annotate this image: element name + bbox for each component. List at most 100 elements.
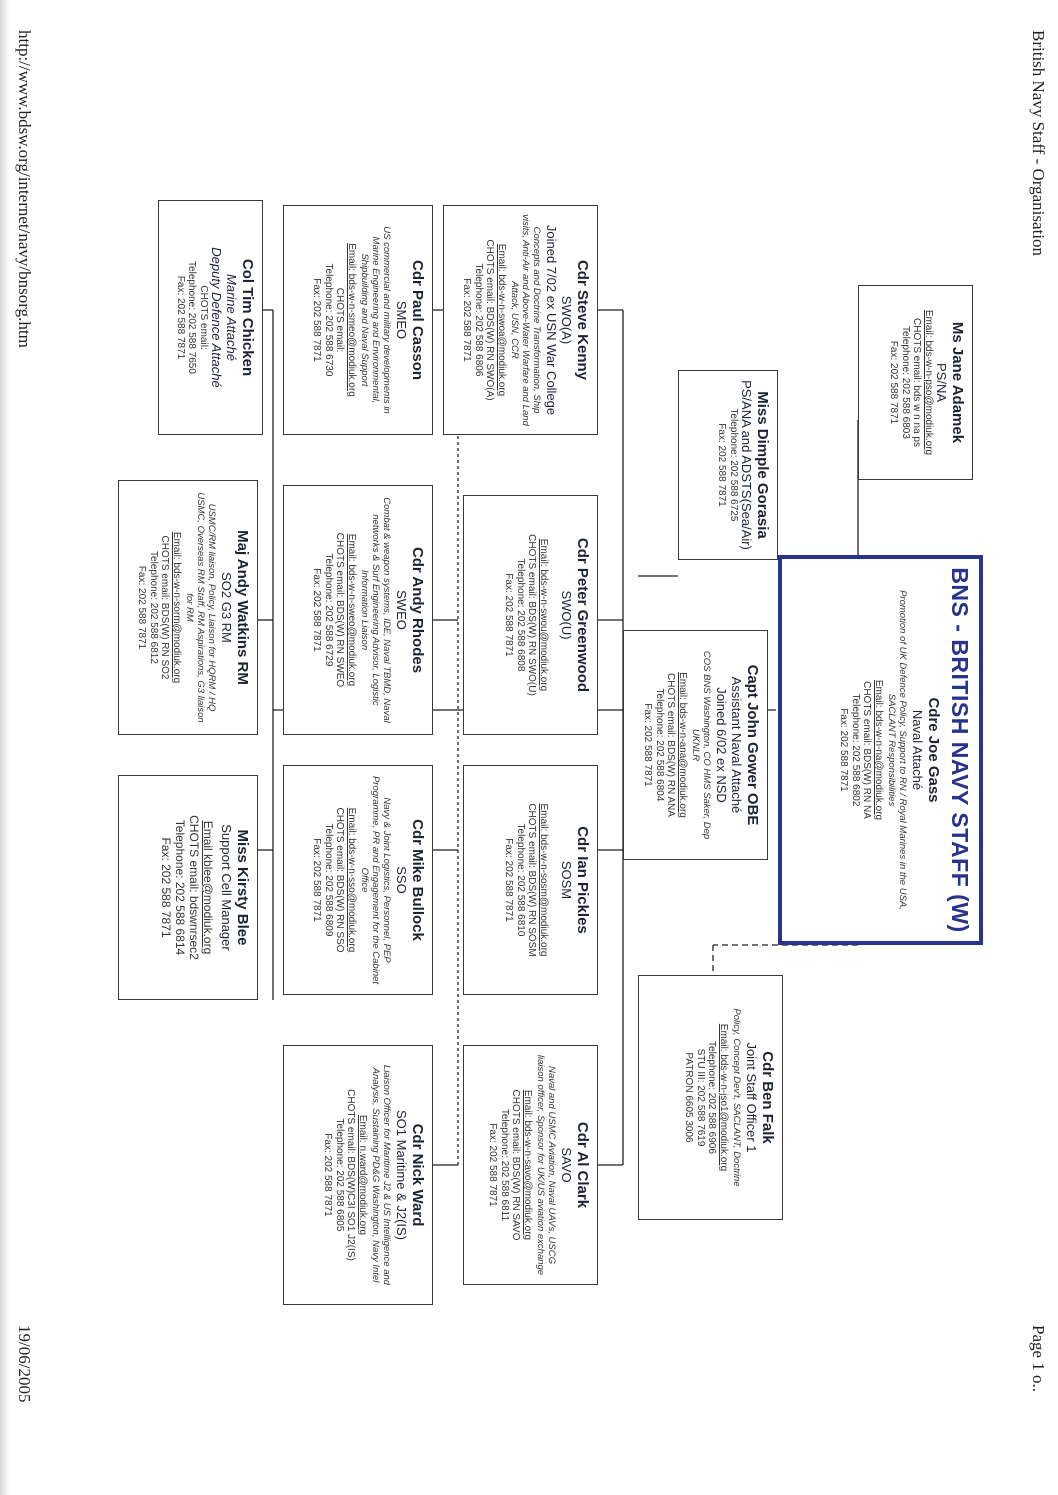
contact-steve: Email: bds-w-n-swoa@modiuk.org CHOTS ema…: [461, 214, 508, 426]
box-cdr-andy-rhodes: Cdr Andy Rhodes SWEO Combat & weapon sys…: [283, 485, 433, 735]
fax-text: Fax: 202 588 7871: [322, 1133, 334, 1217]
chots-text: CHOTS email: BDS(W) RN SAVO: [510, 1089, 522, 1241]
name-al: Cdr Al Clark: [574, 1121, 591, 1209]
box-cdr-mike-bullock: Cdr Mike Bullock SSO Navy & Joint Logist…: [283, 765, 433, 995]
email-link[interactable]: Email: bds-w-n-sweo@modiuk.org: [346, 533, 357, 687]
telephone-text: Telephone: 202 588 6809: [323, 823, 334, 937]
telephone-text: Telephone: 202 588 6805: [334, 1118, 345, 1232]
fax-text: Fax: 202 588 7871: [487, 1123, 499, 1207]
contact-peter: Email: bds-w-n-swou@modiuk.org CHOTS ema…: [503, 504, 550, 726]
fax-text: Fax: 202 588 7871: [838, 708, 850, 792]
chots-text: CHOTS email: bds w n na ps: [911, 318, 923, 447]
telephone-text: Telephone: 202 588 6725: [728, 408, 739, 522]
fax-text: Fax: 202 588 7871: [136, 565, 148, 650]
desc-joe-gass: Promotion of UK Defence Policy, Support …: [886, 590, 908, 910]
email-link[interactable]: Email: bds-w-n-swoa@modiuk.org: [496, 243, 507, 397]
contact-tim: CHOTS email: Telephone: 202 588 7650 Fax…: [175, 209, 209, 426]
fax-text: Fax: 202 588 7871: [503, 838, 515, 922]
box-cdr-ben-falk: Cdr Ben Falk Joint Staff Officer 1 Polic…: [638, 975, 783, 1220]
email-link[interactable]: Email: bds-w-n-ana@modiuk.org: [677, 672, 688, 818]
contact-dimple: Telephone: 202 588 6725 Fax: 202 588 787…: [716, 379, 740, 551]
telephone-text: Telephone: 202 588 7650: [186, 261, 198, 374]
desc-steve: Concepts and Doctrine Transformation, Sh…: [509, 214, 542, 426]
telephone-text: Telephone: 202 588 6806: [473, 263, 484, 377]
fax-text: Fax: 202 588 7871: [311, 278, 323, 362]
chots-text: CHOTS email: BDS(W) RN NA: [861, 681, 873, 819]
role-ian: SOSM: [559, 860, 574, 900]
role-john: Assistant Naval Attaché: [729, 676, 744, 814]
chots-text: CHOTS email:: [334, 287, 346, 353]
box-capt-john-gower: Capt John Gower OBE Assistant Naval Atta…: [623, 630, 768, 860]
contact-al: Email: bds-w-n-savo@modiuk.org CHOTS ema…: [487, 1054, 534, 1276]
email-link[interactable]: Email: bds-w-n-sso@modiuk.org: [346, 807, 357, 953]
contact-ben: Email: bds-w-n-jso1@modiuk.org Telephone…: [683, 984, 730, 1211]
name-john: Capt John Gower OBE: [744, 664, 761, 826]
role-dimple: PS/ANA and ADSTS(Sea/Air): [739, 380, 754, 550]
box-cdr-steve-kenny: Cdr Steve Kenny SWO(A) Joined 7/02 ex US…: [443, 205, 598, 435]
contact-andy: Email: bds-w-n-sweo@modiuk.org CHOTS ema…: [311, 494, 358, 726]
role-steve: SWO(A): [559, 295, 574, 345]
email-link[interactable]: Email: bds-w-n-pso@modiuk.org: [923, 309, 934, 456]
role-mike: SSO: [394, 866, 409, 894]
box-cdr-ian-pickles: Cdr Ian Pickles SOSM Email: bds-w-n-sosm…: [463, 765, 598, 995]
chart-title: BNS - BRITISH NAVY STAFF (W): [947, 567, 973, 933]
telephone-text: Telephone: 202 588 6814: [173, 819, 187, 956]
role-paul: SMEO: [394, 300, 409, 340]
telephone-text: Telephone: 202 588 6810: [515, 823, 526, 937]
telephone-text: Telephone: 202 588 6729: [323, 553, 334, 667]
name-jane: Ms Jane Adamek: [949, 321, 966, 444]
name-mike: Cdr Mike Bullock: [409, 819, 426, 941]
name-kirsty: Miss Kirsty Blee: [234, 829, 251, 946]
email-link[interactable]: Email: bds-w-n-jso1@modiuk.org: [718, 1023, 729, 1172]
name-tim: Col Tim Chicken: [239, 258, 256, 377]
telephone-text: Telephone: 202 588 6730: [323, 263, 334, 377]
role-watkins: SO2 G3 RM: [219, 572, 234, 643]
chots-text: CHOTS email: BDS(W) RN SO2: [159, 535, 171, 680]
desc-watkins: USMC/RM liaison, Policy, Liaison for HQR…: [184, 492, 217, 723]
box-maj-andy-watkins: Maj Andy Watkins RM SO2 G3 RM USMC/RM li…: [118, 480, 258, 735]
contact-joe-gass: Email: bds-w-n-na@modiuk.org CHOTS email…: [838, 567, 885, 933]
name-ian: Cdr Ian Pickles: [574, 826, 591, 934]
chots-text: CHOTS email: BDS(W) RN SOSM: [526, 803, 538, 957]
email-link[interactable]: Email: bds-w-n-sosm@modiuk.org: [538, 803, 549, 957]
box-miss-dimple-gorasia: Miss Dimple Gorasia PS/ANA and ADSTS(Sea…: [678, 370, 778, 560]
email-link[interactable]: Email kblee@modiuk.org: [201, 820, 215, 955]
box-cdr-peter-greenwood: Cdr Peter Greenwood SWO(U) Email: bds-w-…: [463, 495, 598, 735]
name-joe-gass: Cdre Joe Gass: [925, 697, 942, 803]
telephone-text: Telephone: 202 588 6802: [850, 693, 861, 807]
email-link[interactable]: Email: bds-w-n-savo@modiuk.org: [522, 1089, 533, 1241]
contact-watkins: Email: bds-w-n-sorm@modiuk.org CHOTS ema…: [136, 489, 183, 726]
chots-text: CHOTS email:: [198, 285, 209, 350]
fax-text: Fax: 202 588 7871: [311, 838, 323, 922]
telephone-text: Telephone: 202 588 6803: [900, 326, 911, 439]
contact-jane: Email: bds-w-n-pso@modiuk.org CHOTS emai…: [888, 294, 935, 471]
email-link[interactable]: Email: bds-w-n-swou@modiuk.org: [538, 538, 549, 692]
desc-nick: Liaison Officer for Maritime J2 & US Int…: [370, 1064, 392, 1286]
fax-text: Fax: 202 588 7871: [888, 340, 900, 425]
role-joe-gass: Naval Attaché: [910, 709, 925, 791]
role2-steve: Joined 7/02 ex USN War College: [544, 224, 559, 416]
chots-text: CHOTS email: BDS(W) RN SWEO: [334, 532, 346, 688]
email-link[interactable]: Email: bds-w-n-na@modiuk.org: [873, 679, 884, 821]
chots-text: CHOTS email: BDS(W) RN SWO(U): [526, 534, 538, 696]
telephone-text: Telephone: 202 588 6812: [148, 551, 159, 664]
telephone-text: Telephone: 202 588 6808: [515, 558, 526, 672]
email-link[interactable]: Email: bds-w-n-smeo@modiuk.org: [346, 243, 357, 397]
role-kirsty: Support Cell Manager: [219, 824, 234, 951]
contact-mike: Email: bds-w-n-sso@modiuk.org CHOTS emai…: [311, 774, 358, 986]
fax-text: Fax: 202 588 7871: [311, 568, 323, 652]
chots-text: CHOTS email: BDS(W) RN SWO(A): [484, 239, 496, 401]
contact-paul: Email: bds-w-n-smeo@modiuk.org CHOTS ema…: [311, 214, 358, 426]
name-steve: Cdr Steve Kenny: [574, 259, 591, 381]
role-nick: SO1 Maritime & J2(IS): [394, 1109, 409, 1241]
role-jane: PS/NA: [934, 362, 949, 402]
role-peter: SWO(U): [559, 590, 574, 640]
fax-text: Fax: 202 588 7871: [175, 275, 186, 360]
email-link[interactable]: Email: n.ward@modiuk.org: [357, 1114, 368, 1236]
role-andy: SWEO: [394, 590, 409, 630]
patron-text: PATRON 6605 3006: [683, 1052, 695, 1143]
role-al: SAVO: [559, 1147, 574, 1183]
email-link[interactable]: Email: bds-w-n-sorm@modiuk.org: [171, 531, 182, 684]
role-tim: Marine Attaché: [224, 274, 239, 361]
contact-john: Email: bds-w-n-ana@modiuk.org CHOTS emai…: [642, 639, 689, 851]
